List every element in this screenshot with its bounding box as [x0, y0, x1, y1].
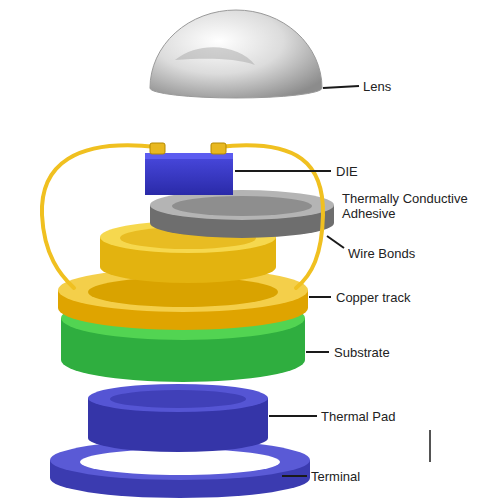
lens-reflection: [175, 47, 255, 65]
bond-pad: [150, 143, 165, 154]
thermal-pad-top: [88, 384, 268, 412]
leader-line: [235, 170, 331, 172]
leader-line: [306, 351, 329, 353]
part-label: Thermally Conductive Adhesive: [342, 191, 492, 221]
thermal-pad-inner: [110, 390, 246, 408]
part-label: Substrate: [334, 345, 390, 360]
leader-line: [327, 236, 344, 248]
leader-line: [323, 86, 359, 88]
bond-pad: [211, 143, 226, 154]
part-label: Copper track: [336, 290, 410, 305]
terminal-hole: [80, 449, 280, 475]
wire-bond: [42, 145, 157, 288]
adhesive-inner: [172, 196, 312, 216]
die-body: [145, 153, 233, 195]
leader-line: [282, 475, 307, 477]
part-label: Thermal Pad: [321, 409, 395, 424]
adhesive-disk: [150, 190, 334, 238]
leader-line: [269, 415, 317, 417]
part-label: Terminal: [311, 469, 360, 484]
leader-line: [309, 296, 331, 298]
thermal-pad: [88, 384, 268, 452]
part-label: DIE: [336, 164, 358, 179]
die-chip: [145, 143, 233, 195]
wire-bond: [218, 145, 323, 288]
mark-line: [429, 430, 431, 462]
lens-dome: [150, 10, 322, 98]
wire-bonds: [42, 145, 323, 288]
part-label: Lens: [363, 79, 391, 94]
part-label: Wire Bonds: [348, 246, 415, 261]
lens-shape: [150, 10, 322, 98]
